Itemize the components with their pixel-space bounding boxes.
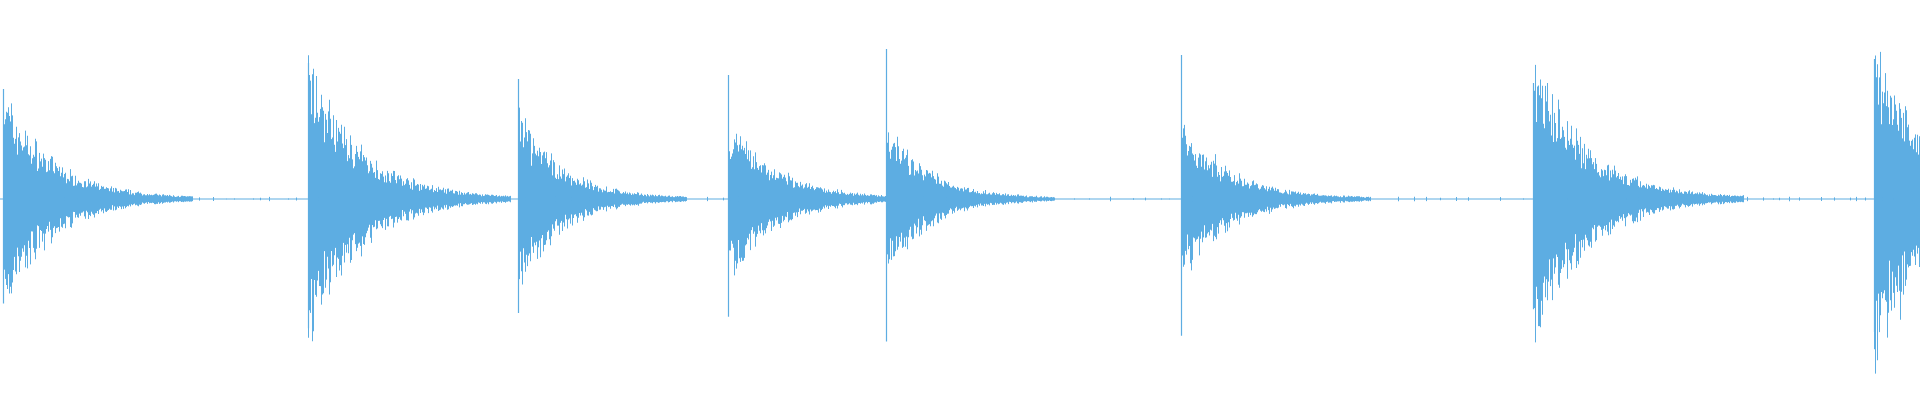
transient-7 — [1532, 64, 1744, 343]
transient-3 — [517, 79, 687, 313]
transient-body — [1533, 64, 1744, 343]
transient-body — [1181, 122, 1371, 280]
transient-1 — [2, 89, 193, 304]
transient-6 — [1180, 55, 1371, 336]
transient-body — [886, 132, 1055, 264]
transient-body — [518, 107, 687, 297]
transient-body — [1874, 51, 1920, 374]
waveform-transients — [0, 49, 1920, 374]
transient-4 — [727, 75, 918, 317]
baseline-noise — [0, 196, 1913, 202]
transient-body — [308, 55, 511, 342]
transient-8 — [1873, 51, 1920, 374]
transient-body — [3, 103, 193, 294]
transient-5 — [885, 49, 1055, 342]
transient-2 — [307, 55, 511, 342]
